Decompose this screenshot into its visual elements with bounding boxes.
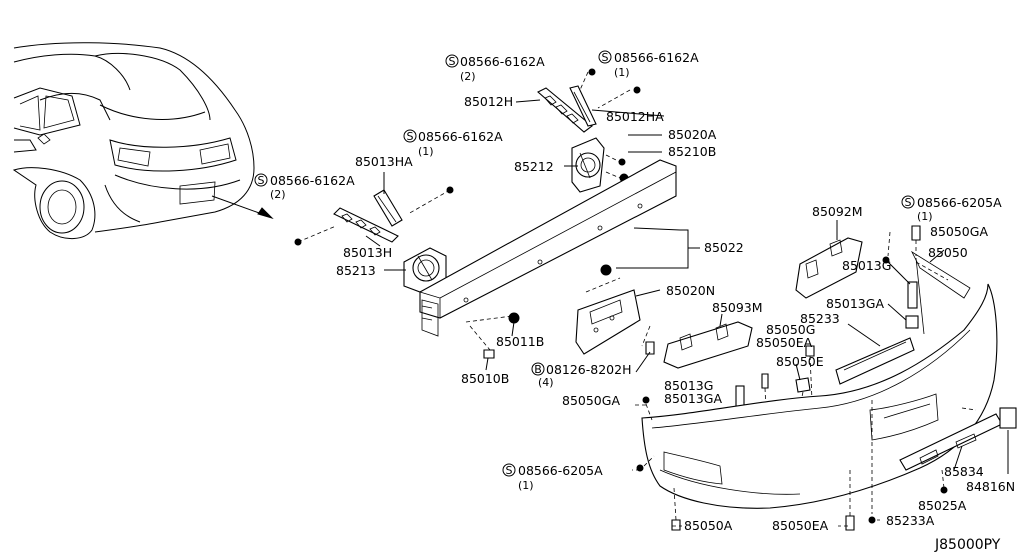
label-85011B: 85011B: [496, 334, 544, 349]
label-85050GA: 85050GA: [930, 224, 988, 239]
label-85834: 85834: [944, 464, 984, 479]
label-85050: 85050: [928, 245, 968, 260]
qty-label: (4): [538, 376, 554, 389]
bracket-85012H: [537, 87, 593, 133]
part-labels: S 08566-6162A (2) S 08566-6162A (1) 8501…: [254, 50, 1015, 553]
clip-icon: [805, 345, 815, 357]
qty-label: (1): [917, 210, 933, 223]
label-85013HA: 85013HA: [355, 154, 413, 169]
label-84816N: 84816N: [966, 479, 1015, 494]
screw-prefix: S: [905, 196, 912, 209]
screw-prefix: S: [258, 174, 265, 187]
label-08566-6162A: 08566-6162A: [614, 50, 699, 65]
bracket-85013H: [333, 207, 399, 243]
clip-icon: [642, 396, 650, 404]
pad-85013G: [907, 281, 918, 309]
diagram-reference: J85000PY: [934, 537, 1001, 553]
label-85212: 85212: [514, 159, 554, 174]
label-85092M: 85092M: [812, 204, 863, 219]
label-85013G: 85013G: [664, 378, 713, 393]
label-08126-8202H: 08126-8202H: [546, 362, 632, 377]
label-85013GA: 85013GA: [664, 391, 722, 406]
label-85210B: 85210B: [668, 144, 716, 159]
label-85050A: 85050A: [684, 518, 733, 533]
bolt-prefix: B: [534, 363, 542, 376]
label-85012H: 85012H: [464, 94, 513, 109]
label-85093M: 85093M: [712, 300, 763, 315]
screw-icon: [446, 186, 454, 194]
nut-icon: [618, 158, 626, 166]
clip-icon: [795, 377, 811, 393]
bracket-85212: [571, 137, 605, 193]
label-85233A: 85233A: [886, 513, 935, 528]
label-85050EA: 85050EA: [772, 518, 829, 533]
vehicle-illustration: [12, 42, 274, 239]
label-85050E: 85050E: [776, 354, 824, 369]
label-85020N: 85020N: [666, 283, 715, 298]
label-85022: 85022: [704, 240, 744, 255]
screw-icon: [940, 486, 948, 494]
bumper-fascia-85050: [641, 250, 998, 509]
nut-icon: [508, 312, 520, 324]
label-08566-6162A: 08566-6162A: [270, 173, 355, 188]
label-85020A: 85020A: [668, 127, 717, 142]
clip-icon: [845, 515, 855, 531]
label-08566-6205A: 08566-6205A: [518, 463, 603, 478]
label-85013H: 85013H: [343, 245, 392, 260]
cover-84816N: [999, 407, 1017, 429]
screw-icon: [636, 464, 644, 472]
strip-85233: [835, 337, 915, 385]
screw-prefix: S: [602, 51, 609, 64]
clip-icon: [761, 373, 769, 389]
label-85012HA: 85012HA: [606, 109, 664, 124]
label-85050GA: 85050GA: [562, 393, 620, 408]
bracket-85012HA: [569, 85, 597, 127]
qty-label: (1): [614, 66, 630, 79]
bolt-icon: [483, 349, 495, 359]
qty-label: (1): [518, 479, 534, 492]
label-08566-6162A: 08566-6162A: [460, 54, 545, 69]
pad-85013GA: [905, 315, 919, 329]
screw-prefix: S: [506, 464, 513, 477]
label-85013G: 85013G: [842, 258, 891, 273]
qty-label: (1): [418, 145, 434, 158]
screw-icon: [294, 238, 302, 246]
label-85233: 85233: [800, 311, 840, 326]
clip-icon: [671, 519, 681, 531]
qty-label: (2): [460, 70, 476, 83]
label-85050G: 85050G: [766, 322, 815, 337]
screw-prefix: S: [449, 55, 456, 68]
leader-lines: [365, 99, 1009, 474]
label-85010B: 85010B: [461, 371, 509, 386]
clip-icon: [911, 225, 921, 241]
bracket-85020N: [575, 289, 641, 355]
label-85213: 85213: [336, 263, 376, 278]
label-08566-6162A: 08566-6162A: [418, 129, 503, 144]
screw-icon: [588, 68, 641, 94]
bracket-85013HA: [373, 189, 403, 227]
absorber-85092M: [795, 237, 863, 299]
qty-label: (2): [270, 188, 286, 201]
label-85013GA: 85013GA: [826, 296, 884, 311]
screw-prefix: S: [407, 130, 414, 143]
reinforcement-85022: [419, 159, 677, 337]
label-85025A: 85025A: [918, 498, 967, 513]
label-08566-6205A: 08566-6205A: [917, 195, 1002, 210]
bolt-icon: [645, 341, 655, 355]
label-85050EA: 85050EA: [756, 335, 813, 350]
absorber-85093M: [663, 321, 753, 369]
